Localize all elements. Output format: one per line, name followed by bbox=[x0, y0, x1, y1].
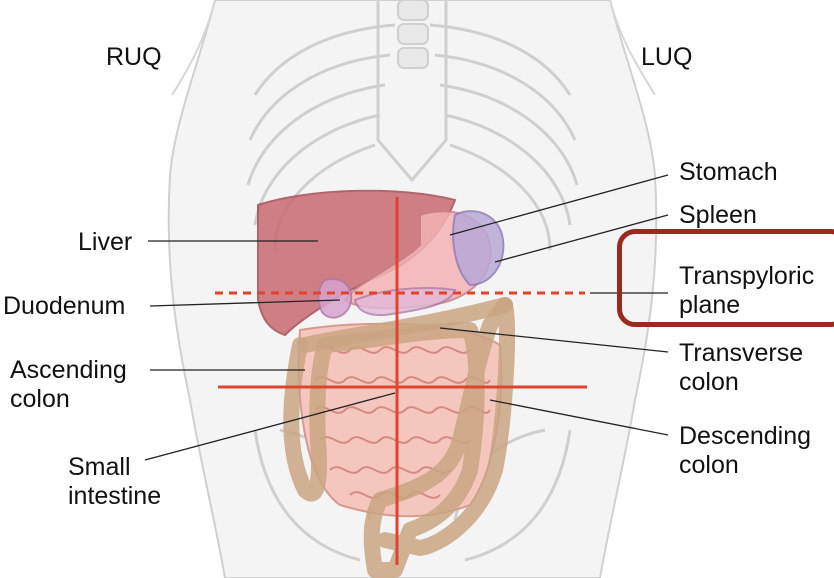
transverse-colon-line2: colon bbox=[679, 368, 803, 397]
descending-colon-line1: Descending bbox=[679, 422, 811, 451]
descending-colon-line2: colon bbox=[679, 451, 811, 480]
stomach-label: Stomach bbox=[679, 158, 778, 187]
ascending-colon-line1: Ascending bbox=[10, 356, 127, 385]
luq-label: LUQ bbox=[641, 43, 692, 72]
transpyloric-plane-label: Transpyloric plane bbox=[679, 262, 814, 320]
small-intestine-line2: intestine bbox=[68, 482, 161, 511]
descending-colon-label: Descending colon bbox=[679, 422, 811, 480]
duodenum-label: Duodenum bbox=[3, 292, 125, 321]
spleen-label: Spleen bbox=[679, 201, 757, 230]
transverse-colon-line1: Transverse bbox=[679, 339, 803, 368]
small-intestine-label: Small intestine bbox=[68, 453, 161, 511]
transpyloric-line1: Transpyloric bbox=[679, 262, 814, 291]
liver-label: Liver bbox=[78, 228, 132, 257]
ascending-colon-label: Ascending colon bbox=[10, 356, 127, 414]
transpyloric-line2: plane bbox=[679, 291, 814, 320]
spine bbox=[398, 0, 428, 68]
small-intestine-line1: Small bbox=[68, 453, 161, 482]
transverse-colon-label: Transverse colon bbox=[679, 339, 803, 397]
ruq-label: RUQ bbox=[106, 43, 162, 72]
ascending-colon-line2: colon bbox=[10, 385, 127, 414]
duodenum bbox=[318, 279, 351, 318]
